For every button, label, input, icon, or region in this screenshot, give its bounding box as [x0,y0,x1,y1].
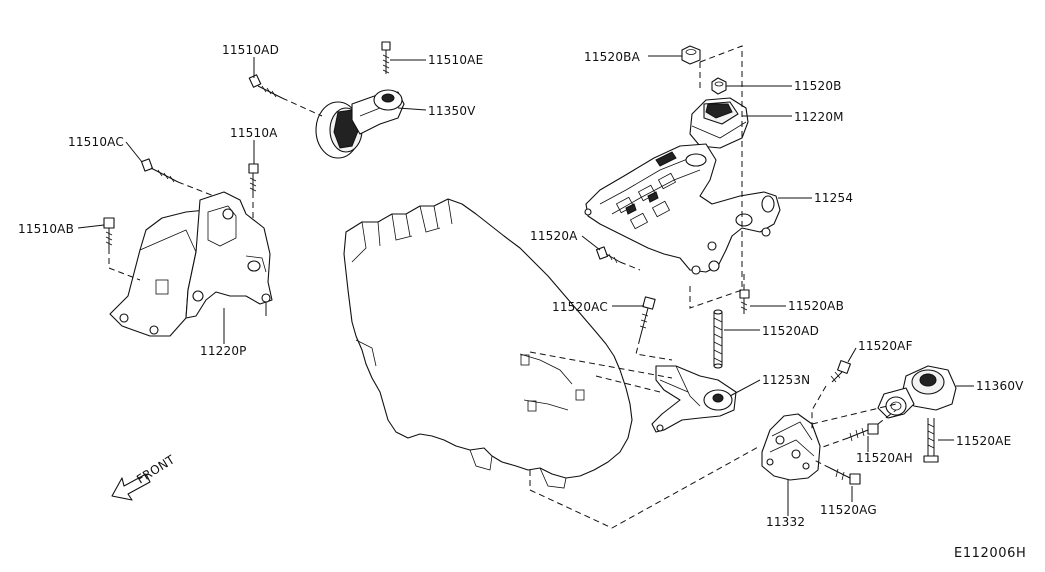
bolt-11510AD [248,74,323,117]
bracket-assembly-guide [689,45,743,309]
bracket-11254 [584,143,781,275]
label-11332: 11332 [766,515,805,529]
bolt-11520AC [635,296,673,361]
label-11520AG: 11520AG [820,503,877,517]
bolt-11520AH [819,409,897,449]
part-labels: 11510AD 11510AE 11350V 11510AC 11510A 11… [18,43,1026,561]
label-11220M: 11220M [794,110,844,124]
label-11520AD: 11520AD [762,324,819,338]
stud-11520AD [713,309,723,369]
label-front: FRONT [134,452,177,486]
label-11520BA: 11520BA [584,50,641,64]
label-11520AE: 11520AE [956,434,1011,448]
bolt-11510AB [103,217,141,281]
leader-lines [77,55,974,516]
label-11510AC: 11510AC [68,135,124,149]
nut-11520B [711,77,727,95]
label-11220P: 11220P [200,344,247,358]
bolt-11520AB [739,272,750,314]
label-11510AD: 11510AD [222,43,279,57]
bolt-11520AE [923,418,939,463]
label-11254: 11254 [814,191,853,205]
nut-11520BA [681,45,701,65]
bolt-11520A [595,246,641,271]
bolt-11510AE [381,41,391,74]
label-11350V: 11350V [428,104,476,118]
engine-block-outline [343,198,633,489]
bolt-11510AC [140,158,215,197]
rear-torque-rod-11360V [877,365,957,419]
figure-code: E112006H [954,546,1026,561]
label-11520AH: 11520AH [856,451,913,465]
label-11360V: 11360V [976,379,1024,393]
lower-assembly-guide [529,403,897,529]
label-11520B: 11520B [794,79,842,93]
label-11510A: 11510A [230,126,278,140]
label-11510AE: 11510AE [428,53,483,67]
bolt-11520AG [813,459,861,485]
label-11510AB: 11510AB [18,222,74,236]
label-11253N: 11253N [762,373,810,387]
label-11520AF: 11520AF [858,339,913,353]
bolt-11520AF [811,360,851,430]
label-11520AC: 11520AC [552,300,608,314]
label-11520AB: 11520AB [788,299,844,313]
rear-bracket-11332 [761,413,821,481]
bolt-11510A [248,163,259,218]
left-mount-bracket-11220P [109,191,273,337]
lower-bracket-11253N [529,351,737,433]
front-direction-arrow [111,473,151,501]
mount-insulator-11220M [689,97,749,149]
label-11520A: 11520A [530,229,578,243]
upper-torque-rod-11350V [315,89,405,159]
